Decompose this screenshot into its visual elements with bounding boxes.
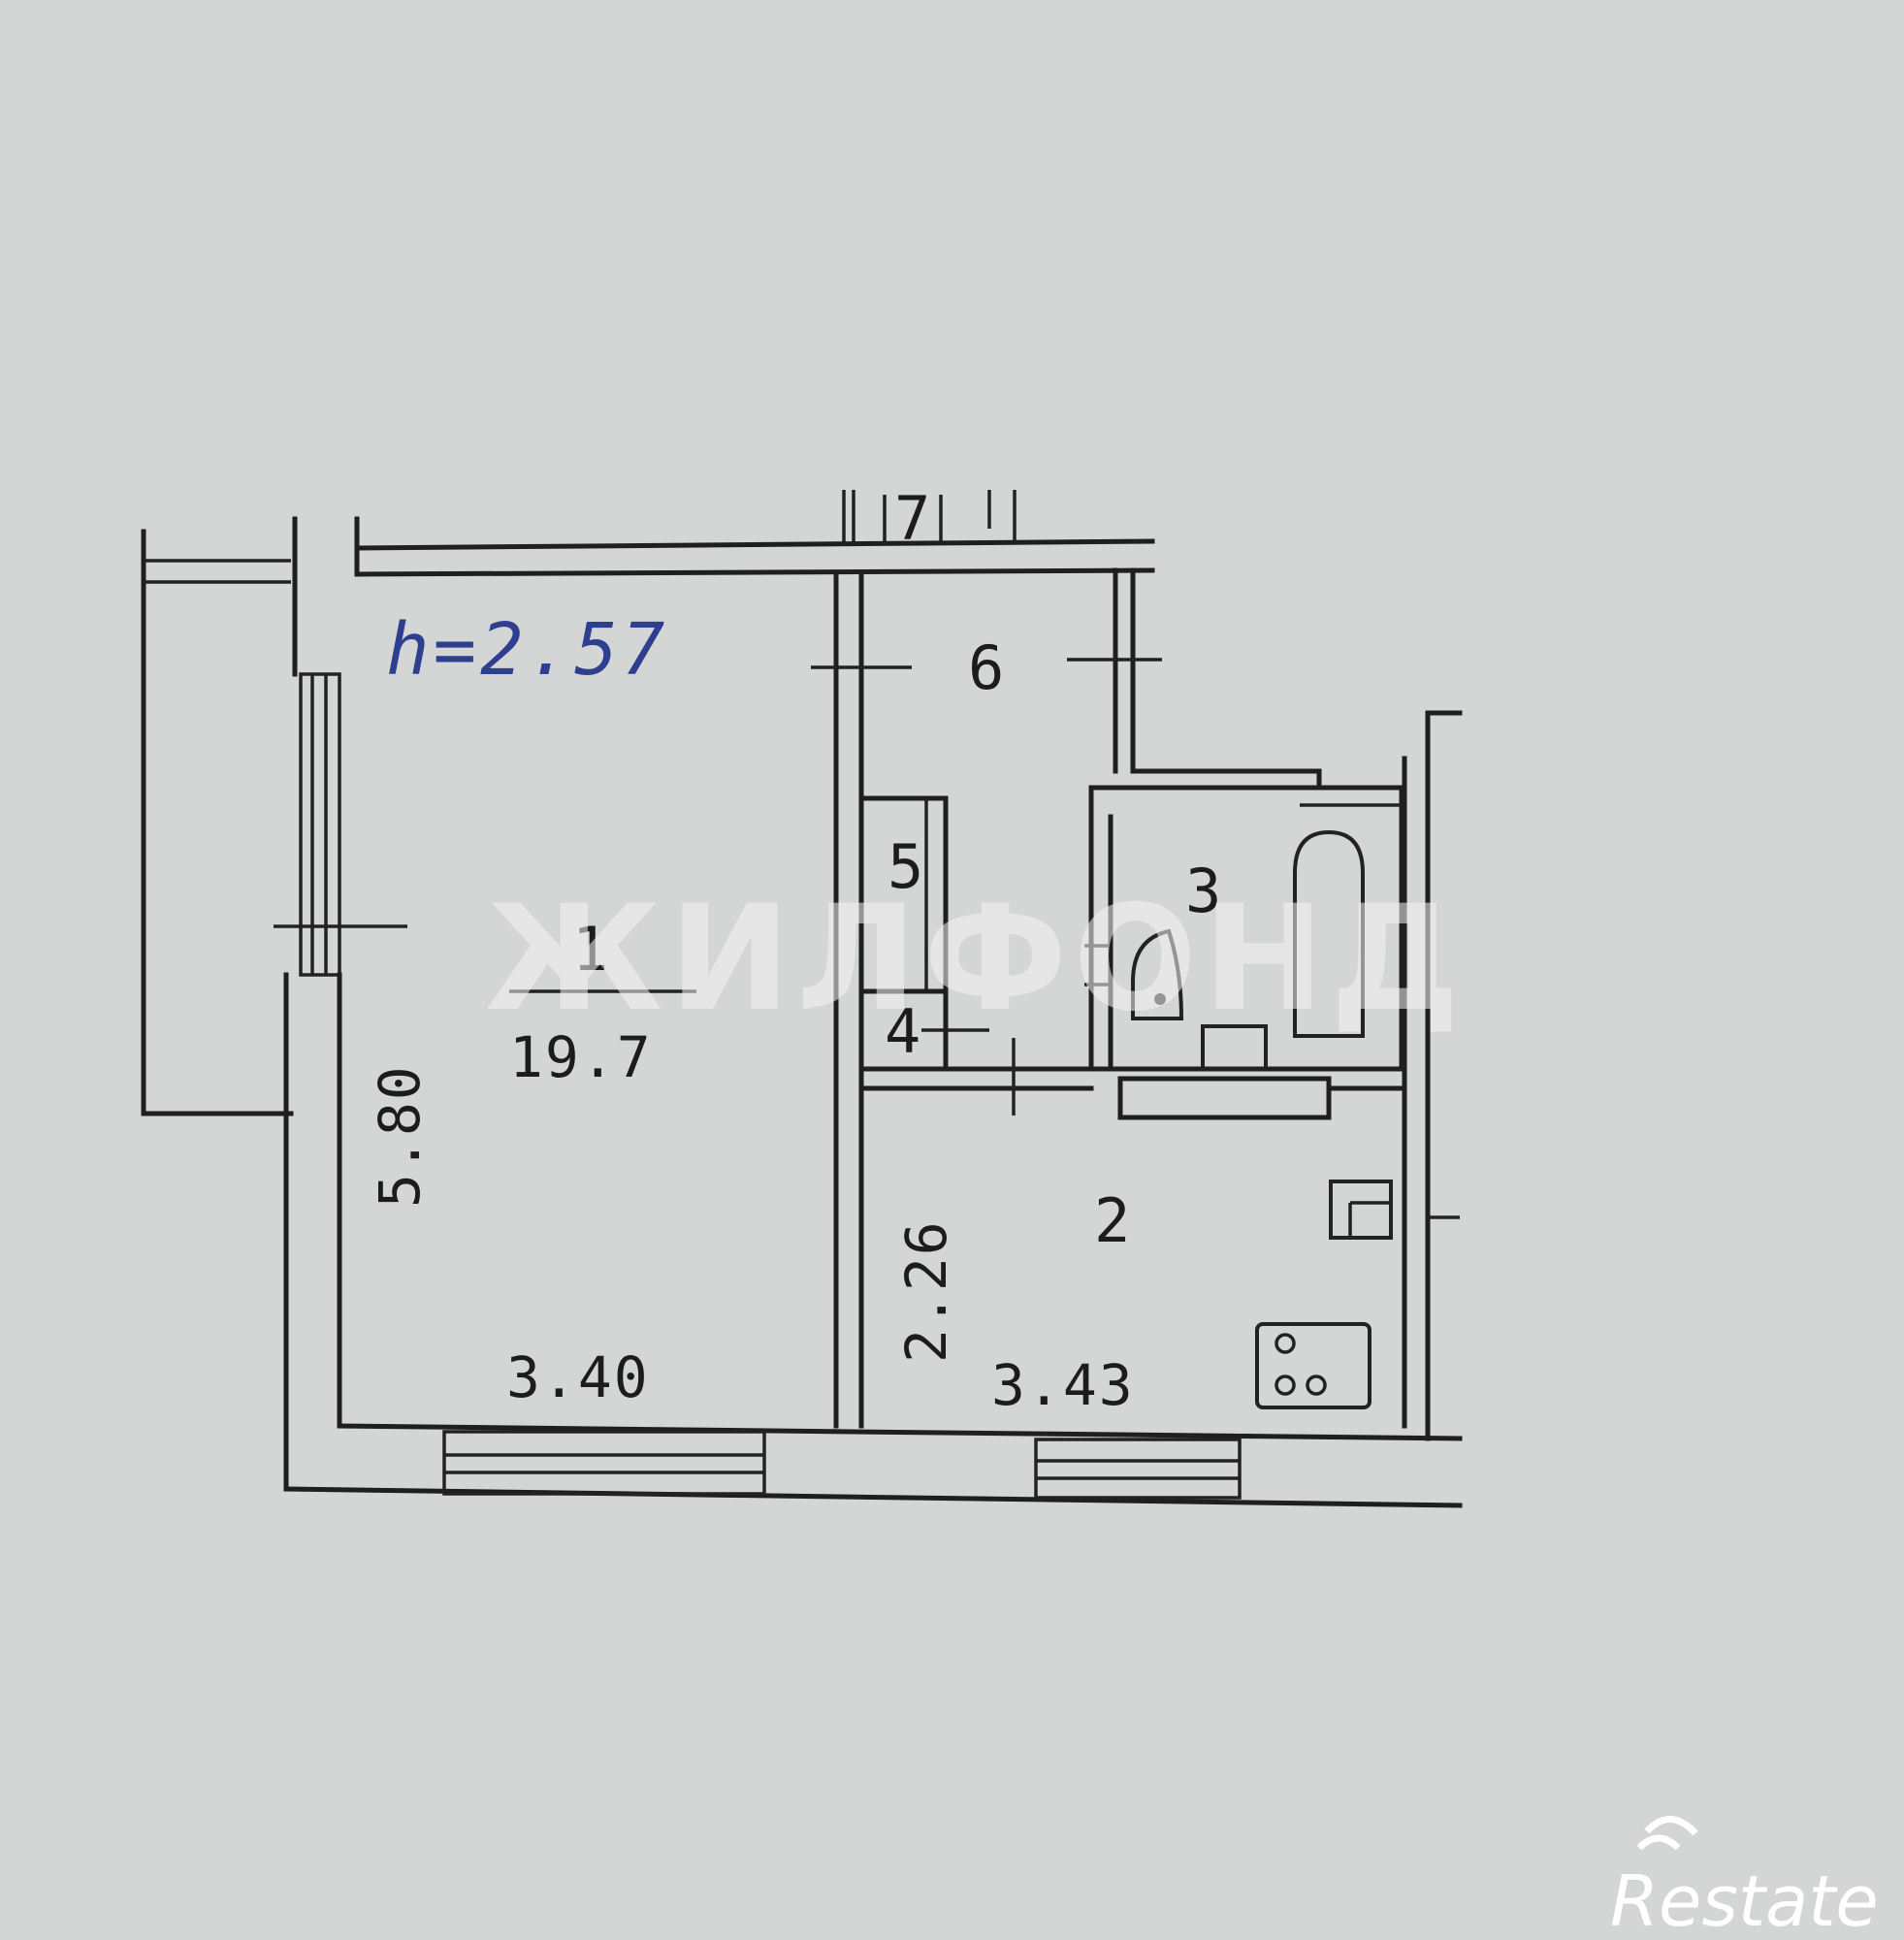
room-2-width: 3.43 [991,1352,1135,1418]
kitchen-sink [1329,1180,1393,1240]
kitchen-stove [1255,1322,1372,1409]
ceiling-height-note: h=2.57 [386,608,668,692]
room-6-walls [1067,567,1322,791]
closet-5 [858,795,949,994]
logo-text: Restate [1610,1860,1879,1940]
bathtub [1293,829,1365,1038]
window-room-2 [1034,1438,1242,1500]
room-1-area: 19.7 [509,1024,653,1090]
balcony [141,516,298,1116]
room-2-length: 2.26 [893,1219,959,1363]
toilet [1131,928,1184,1020]
room-1-length: 5.80 [367,1064,433,1208]
outer-walls [283,516,1463,1508]
bathroom-walls [1084,785,1404,1072]
closet-4 [858,988,989,1070]
watermark: ЖИЛФОНД [485,875,1466,1044]
kitchen-top-wall [858,1038,1407,1120]
room-number-6: 6 [968,632,1004,703]
room-number-2: 2 [1094,1185,1130,1256]
room-number-5: 5 [887,831,923,902]
room-7-marks [883,490,1017,541]
window-room-1 [442,1430,766,1496]
room-number-3: 3 [1185,856,1221,926]
balcony-door [274,672,407,977]
restate-logo: Restate [1610,1816,1879,1940]
room-1-width: 3.40 [506,1344,650,1410]
room-number-7: 7 [894,483,930,554]
room-number-4: 4 [885,996,920,1067]
bathroom-sink [1201,1024,1268,1071]
partition-wall [811,490,912,1429]
signal-icon [1636,1834,1681,1851]
room-number-1: 1 [572,914,608,985]
